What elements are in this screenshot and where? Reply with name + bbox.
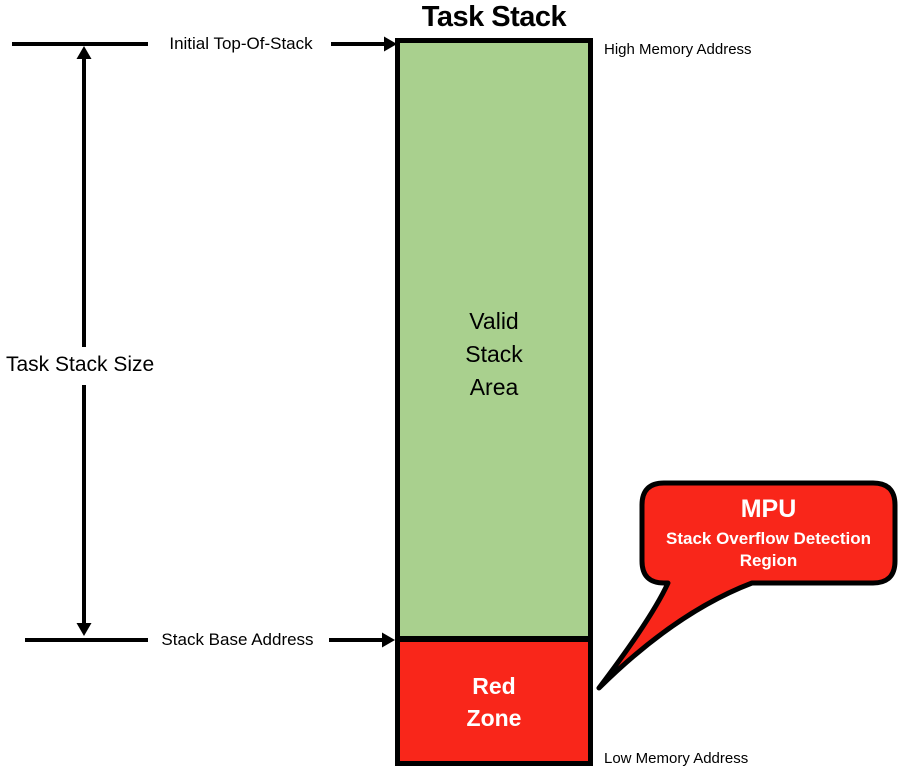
initial-top-of-stack-label: Initial Top-Of-Stack bbox=[169, 34, 313, 53]
mpu-callout-subtitle-line2: Region bbox=[739, 551, 798, 570]
mpu-callout-text: MPU Stack Overflow Detection Region bbox=[642, 494, 895, 572]
valid-stack-area-label-line3: Area bbox=[469, 374, 519, 400]
valid-stack-area: Valid Stack Area bbox=[400, 43, 588, 636]
task-stack-size-label: Task Stack Size bbox=[4, 347, 165, 385]
valid-stack-area-label-line2: Stack bbox=[465, 341, 523, 367]
base-arrowhead-right-icon bbox=[382, 632, 395, 648]
mpu-callout-subtitle-line1: Stack Overflow Detection bbox=[665, 529, 871, 548]
stack-size-arrowhead-up-icon bbox=[76, 46, 92, 59]
low-memory-address-label: Low Memory Address bbox=[604, 750, 749, 767]
task-stack-diagram: Valid Stack Area Red Zone bbox=[395, 38, 593, 766]
high-memory-address-label: High Memory Address bbox=[604, 41, 752, 58]
red-zone-label-line1: Red bbox=[472, 672, 516, 699]
stack-base-address-label: Stack Base Address bbox=[161, 630, 314, 649]
mpu-callout-title: MPU bbox=[740, 495, 797, 523]
red-zone-area: Red Zone bbox=[400, 636, 588, 761]
valid-stack-area-label-line1: Valid bbox=[469, 308, 519, 334]
stack-size-arrowhead-down-icon bbox=[76, 623, 92, 636]
page-title: Task Stack bbox=[421, 1, 567, 33]
red-zone-label-line2: Zone bbox=[466, 704, 522, 731]
